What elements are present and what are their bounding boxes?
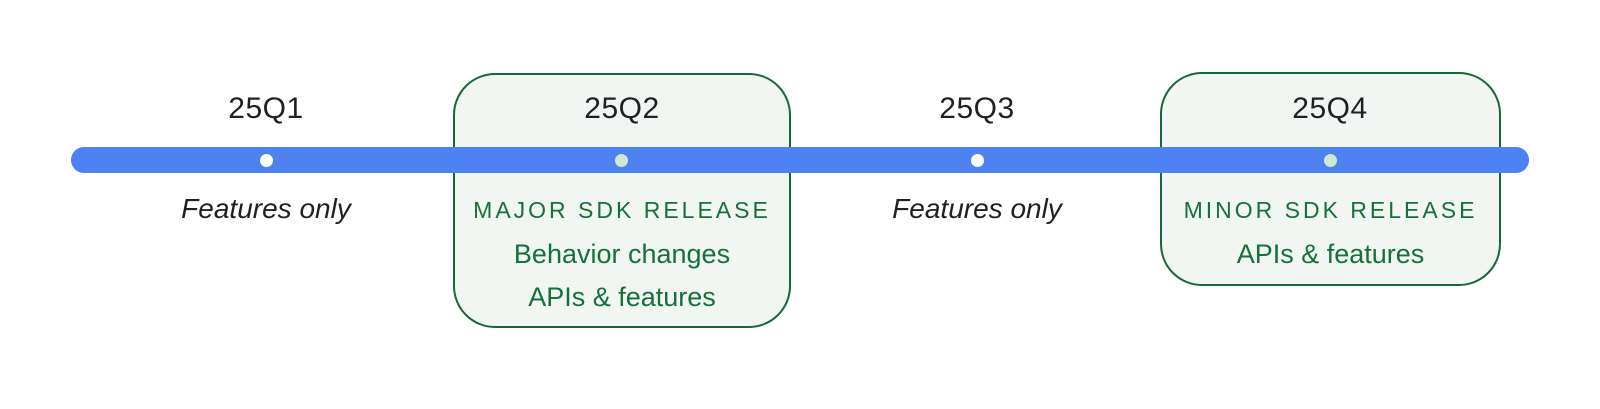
card-heading-major-sdk-release: MAJOR SDK RELEASE	[473, 197, 771, 223]
card-heading-minor-sdk-release: MINOR SDK RELEASE	[1183, 197, 1478, 223]
timeline-dot-25q2	[615, 154, 628, 167]
card-detail-apis-features-q4: APIs & features	[1236, 239, 1425, 269]
quarter-label-25q1: 25Q1	[228, 92, 304, 125]
quarter-label-25q4: 25Q4	[1292, 92, 1368, 125]
milestone-note-25q1: Features only	[181, 193, 351, 224]
timeline-dot-25q3	[971, 154, 984, 167]
quarter-label-25q3: 25Q3	[939, 92, 1015, 125]
timeline-bar	[71, 147, 1529, 173]
card-detail-behavior-changes: Behavior changes	[513, 239, 731, 269]
card-detail-apis-features-q2: APIs & features	[528, 282, 716, 312]
quarter-label-25q2: 25Q2	[584, 92, 660, 125]
milestone-card-25q4	[1160, 72, 1501, 286]
timeline-dot-25q1	[260, 154, 273, 167]
timeline-dot-25q4	[1324, 154, 1337, 167]
milestone-note-25q3: Features only	[892, 193, 1062, 224]
milestone-card-25q2	[453, 73, 791, 328]
